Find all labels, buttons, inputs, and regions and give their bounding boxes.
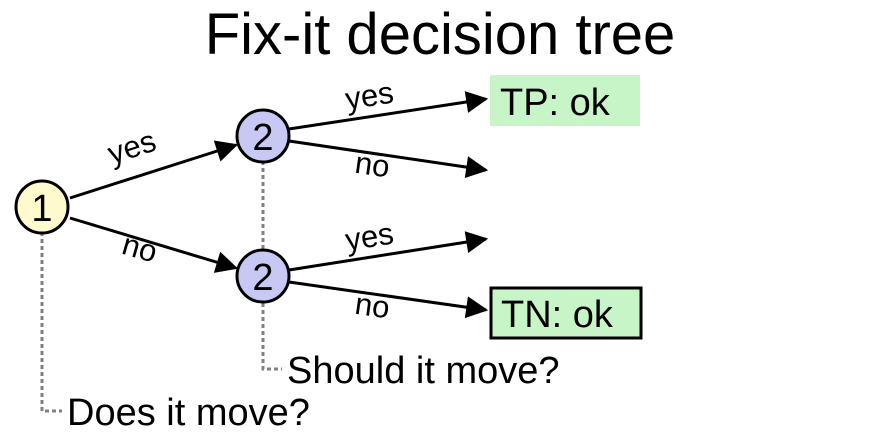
edge-root-no xyxy=(69,216,239,273)
edge-upper-no xyxy=(288,139,489,178)
edge-lower-no xyxy=(288,280,489,319)
node1-question-connector xyxy=(40,232,62,413)
edge-label-upper-yes: yes xyxy=(343,75,396,117)
node-lower-label: 2 xyxy=(252,257,273,299)
node-root xyxy=(14,179,70,235)
result-tn-box xyxy=(489,286,643,340)
question-node1-label: Does it move? xyxy=(67,392,310,434)
edge-label-root-no: no xyxy=(118,226,161,269)
page-title: Fix-it decision tree xyxy=(204,2,676,67)
edge-label-lower-no: no xyxy=(353,286,392,325)
node2-question-connector xyxy=(261,303,282,371)
edge-label-root-yes: yes xyxy=(103,123,160,171)
result-tp-box xyxy=(490,75,640,126)
edge-label-upper-no: no xyxy=(353,145,392,184)
node-upper xyxy=(235,108,291,164)
question-node2-label: Should it move? xyxy=(287,350,560,392)
edge-root-yes xyxy=(69,140,239,200)
node-lower xyxy=(235,248,291,304)
edge-label-lower-yes: yes xyxy=(343,216,396,258)
result-tn-label: TN: ok xyxy=(501,294,614,336)
node-root-label: 1 xyxy=(31,188,52,230)
node-upper-label: 2 xyxy=(252,117,273,159)
edge-upper-yes xyxy=(288,91,489,131)
result-tp-label: TP: ok xyxy=(500,82,611,124)
edge-lower-yes xyxy=(288,231,489,272)
